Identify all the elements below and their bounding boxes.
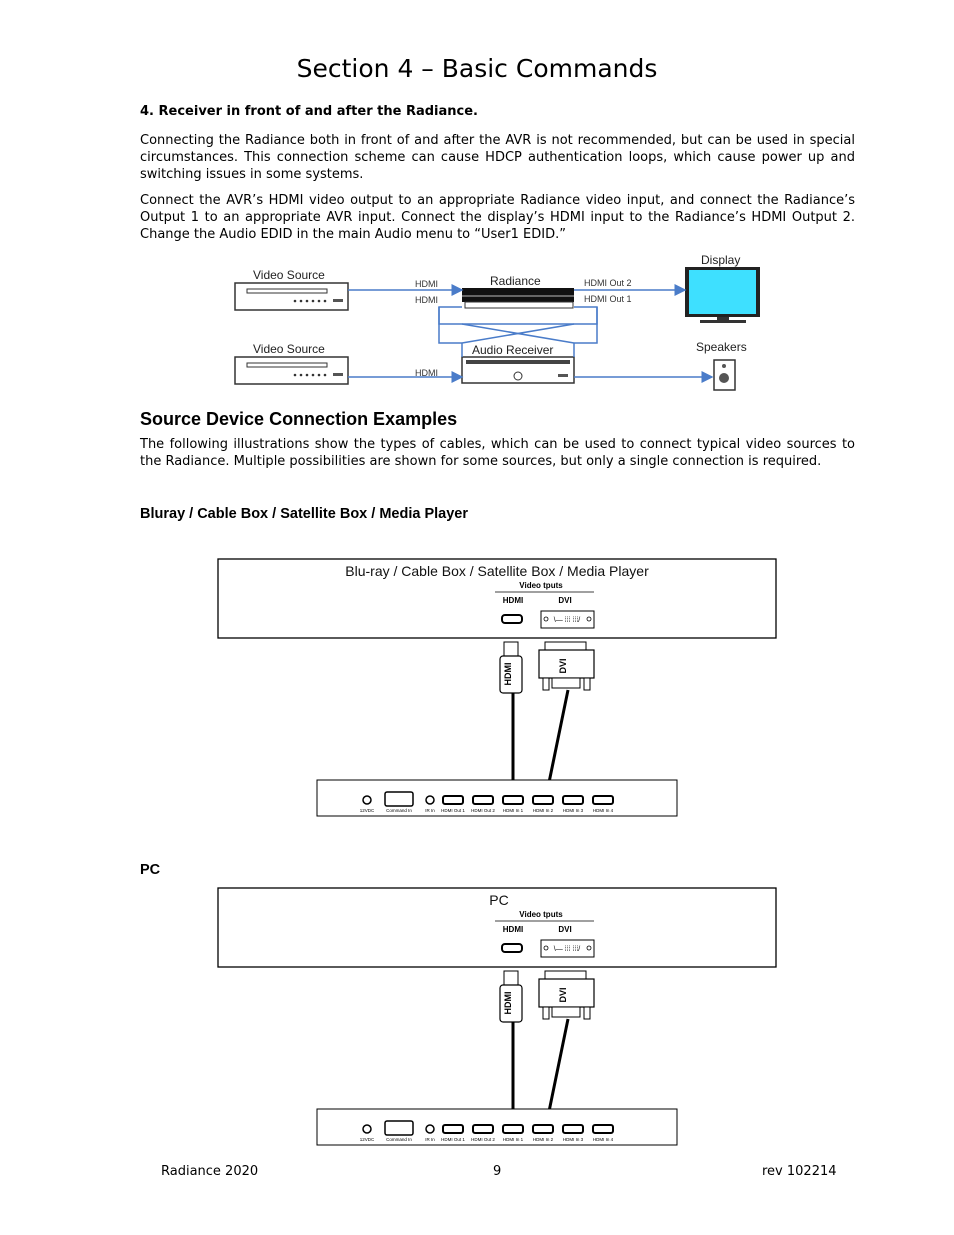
bluray-connection-diagram: Blu-ray / Cable Box / Satellite Box / Me… bbox=[217, 558, 777, 817]
bluray-dvi-port-icon bbox=[540, 610, 595, 629]
svg-text:12VDC: 12VDC bbox=[360, 808, 375, 813]
svg-text:HDMI Out 2: HDMI Out 2 bbox=[471, 808, 495, 813]
bluray-rear-panel: 12VDC Command In IR In HDMI Out 1 HDMI O… bbox=[316, 779, 678, 817]
footer-right: rev 102214 bbox=[762, 1164, 837, 1179]
video-source-2-device bbox=[234, 356, 349, 385]
page-number: 9 bbox=[493, 1164, 502, 1179]
pc-dvi-port-icon bbox=[540, 939, 595, 958]
svg-text:HDMI In 4: HDMI In 4 bbox=[593, 808, 614, 813]
hdmi-out-2-label: HDMI Out 2 bbox=[584, 278, 632, 288]
video-source-2-label: Video Source bbox=[253, 342, 325, 356]
bluray-cable-dvi-label: DVI bbox=[558, 658, 568, 673]
svg-text:HDMI In 1: HDMI In 1 bbox=[503, 1137, 524, 1142]
audio-receiver-label: Audio Receiver bbox=[472, 343, 553, 357]
bluray-hdmi-label: HDMI bbox=[503, 596, 523, 605]
paragraph-1: Connecting the Radiance both in front of… bbox=[140, 133, 855, 182]
display-device bbox=[685, 267, 760, 323]
svg-text:IR In: IR In bbox=[425, 1137, 435, 1142]
bluray-cable-hdmi-label: HDMI bbox=[503, 663, 513, 686]
radiance-device bbox=[462, 288, 574, 309]
hdmi-label-a: HDMI bbox=[415, 279, 438, 289]
footer-left: Radiance 2020 bbox=[161, 1164, 259, 1179]
svg-text:HDMI In 1: HDMI In 1 bbox=[503, 808, 524, 813]
svg-text:\— ⁞⁞⁞ ⁞⁞⁞/: \— ⁞⁞⁞ ⁞⁞⁞/ bbox=[554, 617, 581, 624]
pc-cable-hdmi-label: HDMI bbox=[503, 992, 513, 1015]
svg-text:IR In: IR In bbox=[425, 808, 435, 813]
pc-connection-diagram: PC Video tputs HDMI DVI \— ⁞⁞⁞ ⁞⁞⁞/ HDMI… bbox=[217, 887, 777, 1146]
pc-hdmi-label: HDMI bbox=[503, 925, 523, 934]
hdmi-label-c: HDMI bbox=[415, 368, 438, 378]
hdmi-label-b: HDMI bbox=[415, 295, 438, 305]
speakers-label: Speakers bbox=[696, 340, 747, 354]
svg-text:HDMI In 2: HDMI In 2 bbox=[533, 808, 554, 813]
svg-text:HDMI In 4: HDMI In 4 bbox=[593, 1137, 614, 1142]
video-source-1-device bbox=[234, 282, 349, 311]
display-label: Display bbox=[701, 253, 740, 267]
speaker-device bbox=[713, 359, 736, 391]
svg-text:12VDC: 12VDC bbox=[360, 1137, 375, 1142]
svg-text:HDMI In 3: HDMI In 3 bbox=[563, 1137, 584, 1142]
paragraph-2: Connect the AVR’s HDMI video output to a… bbox=[140, 193, 855, 242]
svg-text:Command In: Command In bbox=[386, 808, 412, 813]
svg-text:\— ⁞⁞⁞ ⁞⁞⁞/: \— ⁞⁞⁞ ⁞⁞⁞/ bbox=[554, 946, 581, 953]
pc-box-title: PC bbox=[489, 892, 508, 908]
pc-dvi-cable: DVI bbox=[538, 970, 595, 1132]
bluray-hdmi-port-icon bbox=[501, 614, 523, 624]
bluray-heading: Bluray / Cable Box / Satellite Box / Med… bbox=[140, 506, 468, 522]
pc-hdmi-port-icon bbox=[501, 943, 523, 953]
svg-text:HDMI Out 1: HDMI Out 1 bbox=[441, 808, 465, 813]
svg-text:HDMI In 2: HDMI In 2 bbox=[533, 1137, 554, 1142]
page-title: Section 4 – Basic Commands bbox=[296, 54, 658, 83]
radiance-label: Radiance bbox=[490, 274, 541, 288]
hdmi-out-1-label: HDMI Out 1 bbox=[584, 294, 632, 304]
svg-text:Command In: Command In bbox=[386, 1137, 412, 1142]
svg-text:HDMI Out 2: HDMI Out 2 bbox=[471, 1137, 495, 1142]
bluray-video-inputs: Video tputs bbox=[519, 581, 563, 590]
examples-intro: The following illustrations show the typ… bbox=[140, 437, 855, 469]
examples-heading: Source Device Connection Examples bbox=[140, 409, 458, 429]
pc-video-inputs: Video tputs bbox=[519, 910, 563, 919]
pc-dvi-label: DVI bbox=[558, 925, 571, 934]
bluray-box-title: Blu-ray / Cable Box / Satellite Box / Me… bbox=[345, 563, 649, 579]
svg-text:HDMI In 3: HDMI In 3 bbox=[563, 808, 584, 813]
section-heading: 4. Receiver in front of and after the Ra… bbox=[140, 104, 478, 119]
pc-rear-panel: 12VDC Command In IR In HDMI Out 1 HDMI O… bbox=[316, 1108, 678, 1146]
audio-receiver-device bbox=[461, 356, 575, 384]
bluray-dvi-label: DVI bbox=[558, 596, 571, 605]
bluray-dvi-cable: DVI bbox=[538, 641, 595, 803]
connection-diagram: Video Source Video Source Radiance Audio… bbox=[234, 253, 760, 391]
svg-text:HDMI Out 1: HDMI Out 1 bbox=[441, 1137, 465, 1142]
video-source-1-label: Video Source bbox=[253, 268, 325, 282]
pc-heading: PC bbox=[140, 862, 161, 878]
pc-cable-dvi-label: DVI bbox=[558, 987, 568, 1002]
